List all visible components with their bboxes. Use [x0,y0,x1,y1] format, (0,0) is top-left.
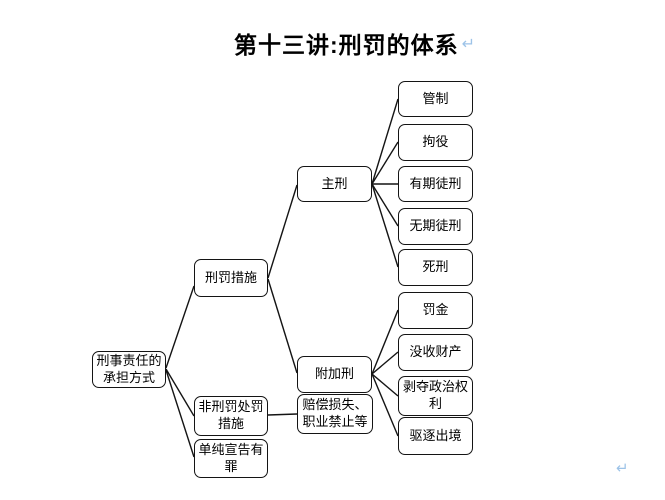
node-compensation: 赔偿损失、 职业禁止等 [297,394,373,434]
node-label: 没收财产 [409,344,462,360]
node-label: 拘役 [422,134,449,150]
node-fixed-term-imprisonment: 有期徒刑 [398,166,473,202]
node-deportation: 驱逐出境 [398,417,473,455]
node-label: 单纯宣告有 罪 [198,441,264,474]
node-label: 驱逐出境 [409,427,462,443]
node-penalty-measures: 刑罚措施 [194,259,268,297]
node-label: 非刑罚处罚 措施 [198,399,264,431]
node-supplementary-punishment: 附加刑 [297,356,372,393]
node-label: 无期徒刑 [409,218,462,234]
node-property-confiscation: 没收财产 [398,334,473,371]
node-deprive-political-rights: 剥夺政治权 利 [398,376,473,416]
line-break-mark-icon: ↵ [461,33,477,53]
node-non-penalty-measures: 非刑罚处罚 措施 [194,396,268,436]
page-title-text: 第十三讲:刑罚的体系 [234,32,459,58]
node-label: 有期徒刑 [409,175,462,191]
node-principal-punishment: 主刑 [297,166,372,202]
node-label: 刑罚措施 [204,269,257,285]
footer-line-break-mark-icon: ↵ [616,459,629,477]
page-title: 第十三讲:刑罚的体系 ↵ [234,28,476,58]
node-death-penalty: 死刑 [398,249,473,286]
node-label: 赔偿损失、 职业禁止等 [302,397,368,429]
node-control: 管制 [398,81,473,117]
node-label: 附加刑 [314,366,354,382]
node-root-criminal-responsibility: 刑事责任的 承担方式 [92,351,166,388]
node-label: 罚金 [422,302,449,318]
node-detention: 拘役 [398,124,473,161]
node-label: 死刑 [422,259,449,275]
node-label: 管制 [422,90,449,106]
node-label: 剥夺政治权 利 [402,379,468,411]
node-label: 刑事责任的 承担方式 [96,352,162,385]
node-life-imprisonment: 无期徒刑 [398,208,473,245]
node-fine: 罚金 [398,292,473,329]
node-label: 主刑 [321,175,348,191]
node-simple-conviction: 单纯宣告有 罪 [194,439,268,478]
